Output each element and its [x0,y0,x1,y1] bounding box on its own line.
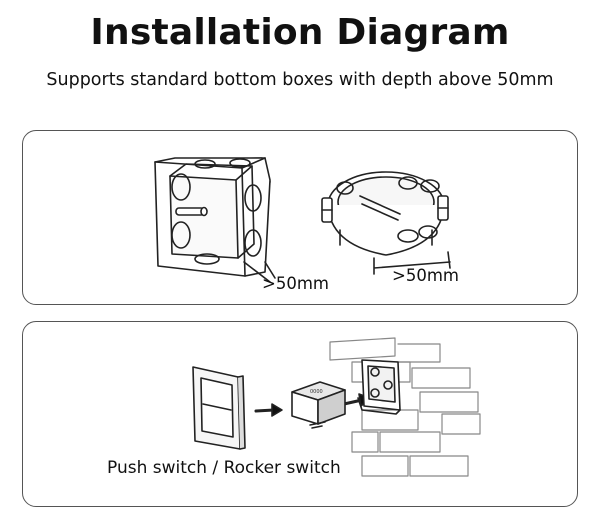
square-box-depth-label: >50mm [262,274,329,293]
smart-module-illustration: 0000 [291,381,346,429]
round-bottom-box-illustration [321,171,451,275]
page-subtitle: Supports standard bottom boxes with dept… [46,70,554,90]
bottom-box-types-panel [22,130,578,305]
round-box-depth-label: >50mm [392,266,459,285]
wall-switch-illustration [192,366,246,450]
brick-wall-illustration [329,337,481,477]
page-title: Installation Diagram [90,12,510,53]
wall-bottom-box-illustration [357,359,401,415]
square-bottom-box-illustration [154,157,276,283]
switch-type-label: Push switch / Rocker switch [107,458,341,478]
installation-steps-panel [22,321,578,507]
svg-text:0000: 0000 [310,389,323,395]
